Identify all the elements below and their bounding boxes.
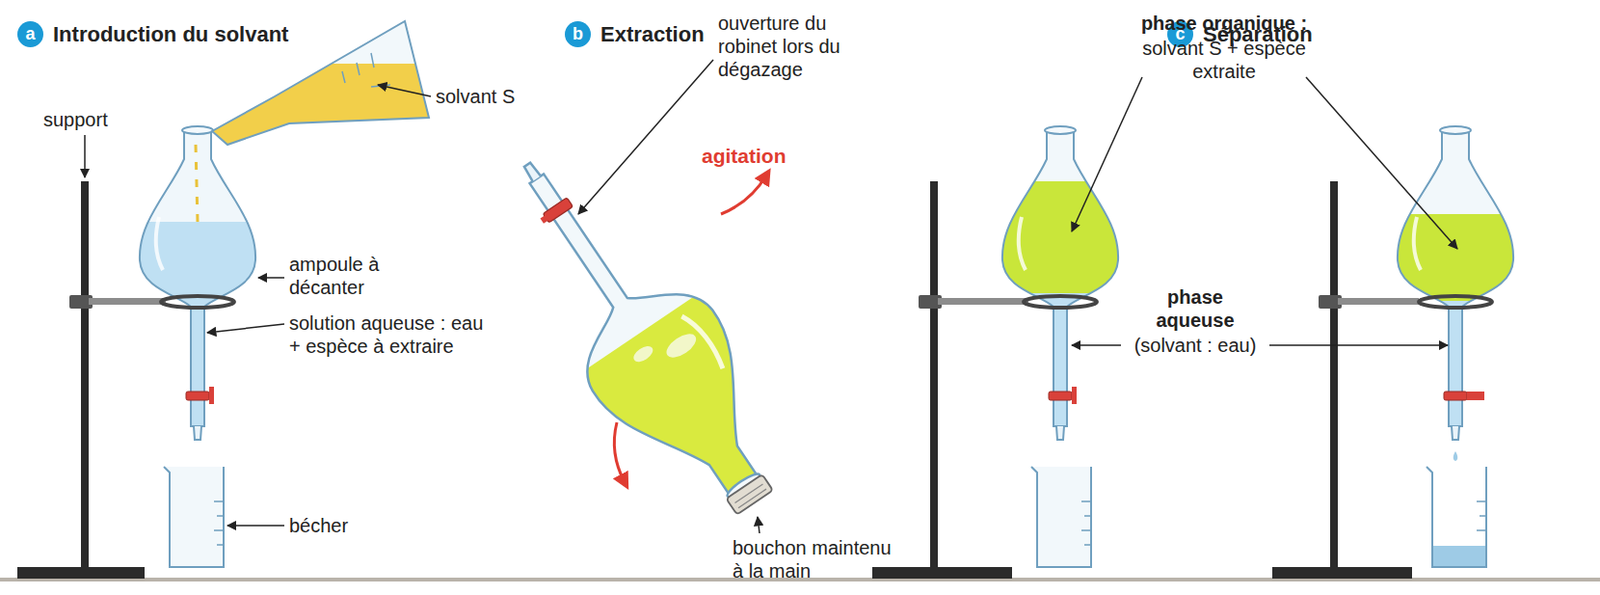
beaker bbox=[163, 466, 224, 567]
stand bbox=[872, 181, 1419, 579]
separatory-funnel bbox=[130, 126, 266, 454]
label: solvant S bbox=[435, 84, 515, 108]
label: phase aqueuse bbox=[1142, 285, 1249, 332]
shaken-funnel bbox=[456, 117, 825, 550]
label: solvant S + espèce extraite bbox=[1127, 36, 1321, 83]
panel-letter: b bbox=[564, 21, 591, 48]
label: ampoule à décanter bbox=[289, 252, 420, 299]
solvent-stream bbox=[195, 144, 198, 222]
leader-lines bbox=[578, 59, 760, 534]
beaker bbox=[1031, 466, 1487, 567]
leader-lines bbox=[1071, 77, 1458, 346]
label: solution aqueuse : eau + espèce à extrai… bbox=[289, 311, 487, 358]
label: agitation bbox=[701, 144, 787, 168]
label: ouverture du robinet lors du dégazage bbox=[718, 11, 849, 81]
panel-title: Extraction bbox=[600, 22, 705, 48]
agitation-arrows bbox=[613, 175, 767, 482]
label: (solvant : eau) bbox=[1122, 333, 1268, 357]
panel-title: Introduction du solvant bbox=[53, 22, 289, 48]
label: phase organique : bbox=[1118, 11, 1331, 35]
label: bouchon maintenu à la main bbox=[732, 535, 902, 583]
label: support bbox=[43, 107, 108, 132]
label: bécher bbox=[289, 513, 348, 537]
panel-heading: b Extraction bbox=[564, 21, 705, 48]
separatory-funnel bbox=[992, 126, 1128, 457]
leader-lines bbox=[84, 84, 431, 526]
separatory-funnel bbox=[1387, 126, 1523, 461]
panel-heading: a Introduction du solvant bbox=[17, 21, 289, 48]
panel-letter: a bbox=[17, 21, 44, 48]
